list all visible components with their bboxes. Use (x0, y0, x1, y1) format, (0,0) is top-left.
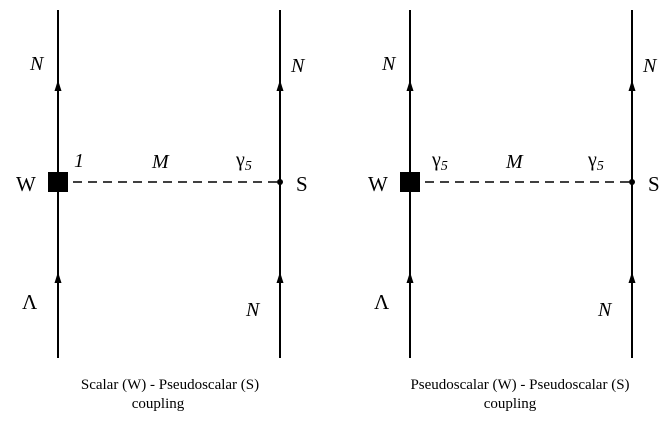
caption-line-2: coupling (484, 396, 537, 412)
label-weak-vertex: W (368, 172, 388, 196)
arrow-top-left (406, 80, 414, 91)
weak-vertex (48, 172, 68, 192)
label-top-right: N (642, 55, 658, 77)
label-bottom-left: Λ (22, 290, 38, 314)
label-strong-vertex: S (648, 172, 660, 196)
label-strong-vertex: S (296, 172, 308, 196)
label-bottom-right: N (245, 299, 261, 321)
label-meson: M (151, 151, 170, 173)
label-strong-coupling: γ5 (587, 149, 604, 174)
arrow-top-right (628, 80, 636, 91)
diagram-pseudoscalar-pseudoscalar: N N W S γ5 M γ5 Λ N Pseudoscalar (W) - P… (368, 10, 660, 412)
arrow-bottom-right (276, 272, 284, 283)
caption-line-2: coupling (132, 396, 185, 412)
caption-line-1: Pseudoscalar (W) - Pseudoscalar (S) (410, 377, 629, 393)
label-top-left: N (381, 53, 397, 75)
label-weak-vertex: W (16, 172, 36, 196)
arrow-top-right (276, 80, 284, 91)
label-top-right: N (290, 55, 306, 77)
label-weak-coupling: 1 (74, 150, 84, 172)
weak-vertex (400, 172, 420, 192)
label-top-left: N (29, 53, 45, 75)
label-bottom-left: Λ (374, 290, 390, 314)
label-bottom-right: N (597, 299, 613, 321)
arrow-top-left (54, 80, 62, 91)
diagram-scalar-pseudoscalar: N N W S 1 M γ5 Λ N Scalar (W) - Pseudosc… (16, 10, 308, 412)
arrow-bottom-left (406, 272, 414, 283)
label-meson: M (505, 151, 524, 173)
strong-vertex (277, 179, 283, 185)
arrow-bottom-right (628, 272, 636, 283)
label-strong-coupling: γ5 (235, 149, 252, 174)
label-weak-coupling: γ5 (431, 149, 448, 174)
strong-vertex (629, 179, 635, 185)
arrow-bottom-left (54, 272, 62, 283)
caption-line-1: Scalar (W) - Pseudoscalar (S) (81, 377, 259, 393)
